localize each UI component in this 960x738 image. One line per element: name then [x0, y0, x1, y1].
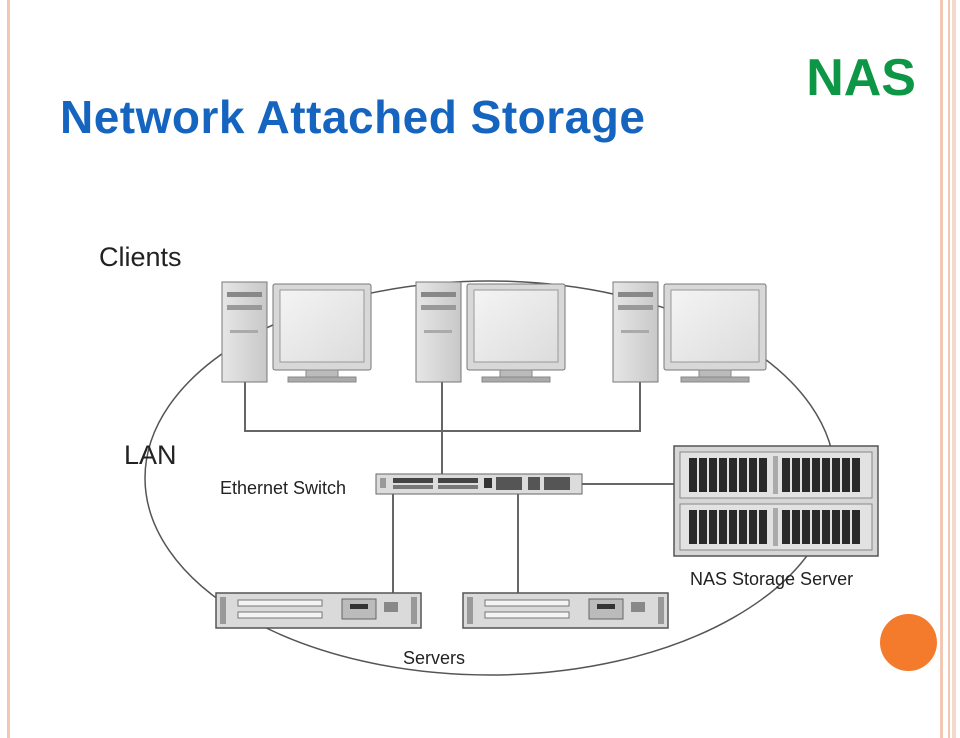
slide-border-right-inner	[948, 0, 950, 738]
nas-storage-server-label: NAS Storage Server	[690, 569, 853, 589]
client-workstation	[415, 281, 566, 383]
ethernet-switch-label: Ethernet Switch	[220, 478, 346, 498]
rack-server	[462, 592, 669, 629]
rack-server	[215, 592, 422, 629]
clients-label: Clients	[99, 242, 182, 272]
nas-storage-server	[673, 445, 879, 557]
slide-border-left	[7, 0, 10, 738]
lan-label: LAN	[124, 440, 177, 470]
slide-title: Network Attached Storage	[60, 91, 646, 143]
slide-border-right-outer	[952, 0, 956, 738]
nas-corner-label: NAS	[806, 49, 916, 107]
servers-label: Servers	[403, 648, 465, 668]
network-wiring	[244, 382, 674, 593]
client-workstation	[221, 281, 372, 383]
accent-dot	[880, 614, 937, 671]
slide-border-right	[940, 0, 943, 738]
ethernet-switch	[375, 473, 583, 495]
client-workstation	[612, 281, 767, 383]
